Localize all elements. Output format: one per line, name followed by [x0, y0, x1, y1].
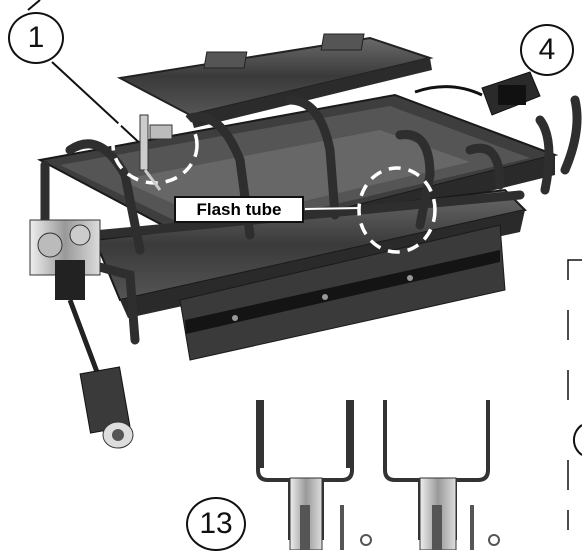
callout-4: 4: [520, 24, 574, 76]
u-bracket-right: [383, 400, 490, 540]
screws-and-washers: [340, 505, 500, 550]
u-bracket-right-plate: [419, 477, 457, 550]
u-bracket-left-plate: [289, 477, 323, 550]
partial-diagram-frame: [567, 259, 582, 530]
flash-tube-highlight: [357, 166, 437, 254]
u-bracket-left: [256, 400, 354, 540]
pilot-assembly: [139, 114, 173, 191]
callout-1: 1: [8, 12, 64, 64]
gas-valve-assembly: [29, 219, 134, 449]
control-box: [414, 71, 541, 116]
rear-tray: [116, 33, 434, 128]
leader-line: [27, 0, 41, 11]
flash-tube-leader: [304, 207, 361, 210]
leader-line-1: [51, 61, 146, 149]
callout-13: 13: [186, 497, 246, 551]
flash-tube-label: Flash tube: [174, 196, 304, 223]
